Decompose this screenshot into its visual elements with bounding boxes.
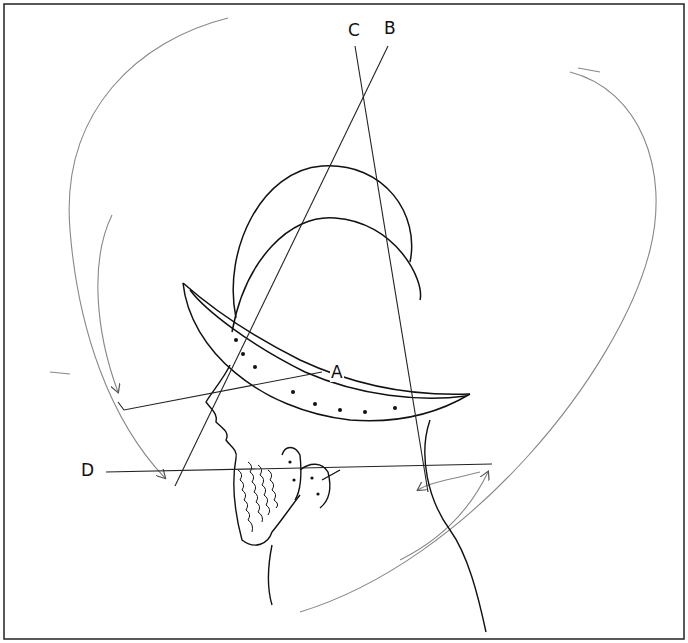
line-letter: D: [80, 460, 95, 480]
line-letter: B: [383, 18, 397, 38]
line-letter: C: [347, 20, 361, 40]
label-wrap: A: [330, 364, 344, 382]
line-letter: A: [330, 362, 344, 382]
label-wrap: C: [347, 22, 361, 40]
label-wrap: D: [80, 462, 95, 480]
label-wrap: B: [383, 20, 397, 38]
